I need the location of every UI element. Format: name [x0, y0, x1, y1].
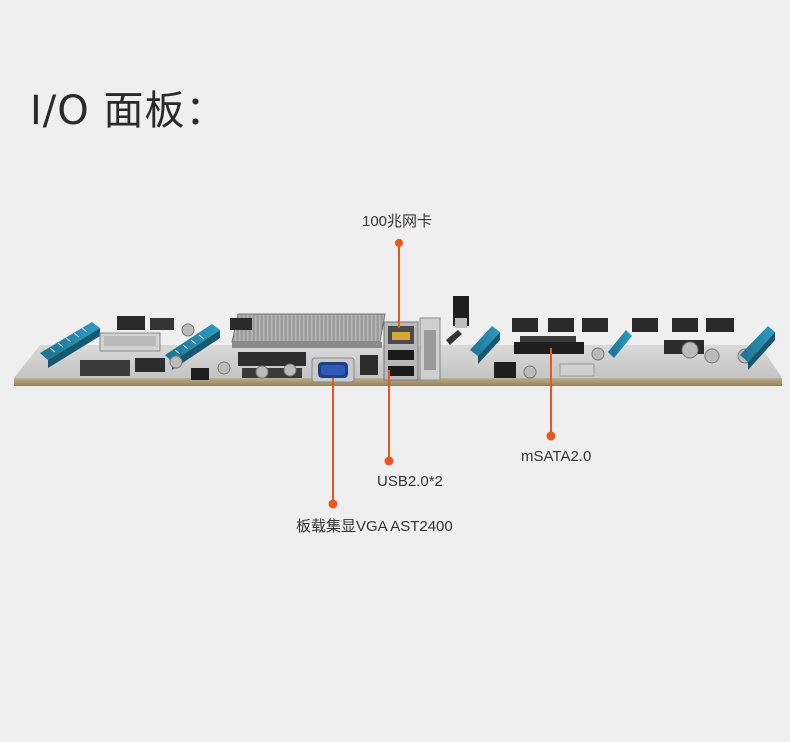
vga-label: 板载集显VGA AST2400 — [296, 518, 453, 535]
pcie-slot-left — [40, 322, 100, 368]
rj45-usb-stack — [383, 317, 441, 381]
page-title: I/O 面板： — [30, 88, 227, 134]
callout-usb-pointer — [384, 370, 394, 466]
callout-msata-pointer — [546, 348, 556, 441]
vga-port — [311, 357, 355, 383]
pcie-slot-left-2 — [165, 324, 220, 370]
msata-label: mSATA2.0 — [521, 448, 592, 465]
callout-vga-pointer — [328, 378, 338, 509]
components-right — [446, 296, 775, 379]
nic-label: 100兆网卡 — [362, 213, 433, 230]
components-left — [80, 316, 209, 380]
callout-nic-pointer — [395, 239, 403, 328]
heatsink — [230, 313, 386, 348]
components-mid — [217, 352, 378, 379]
usb-label: USB2.0*2 — [377, 473, 443, 490]
